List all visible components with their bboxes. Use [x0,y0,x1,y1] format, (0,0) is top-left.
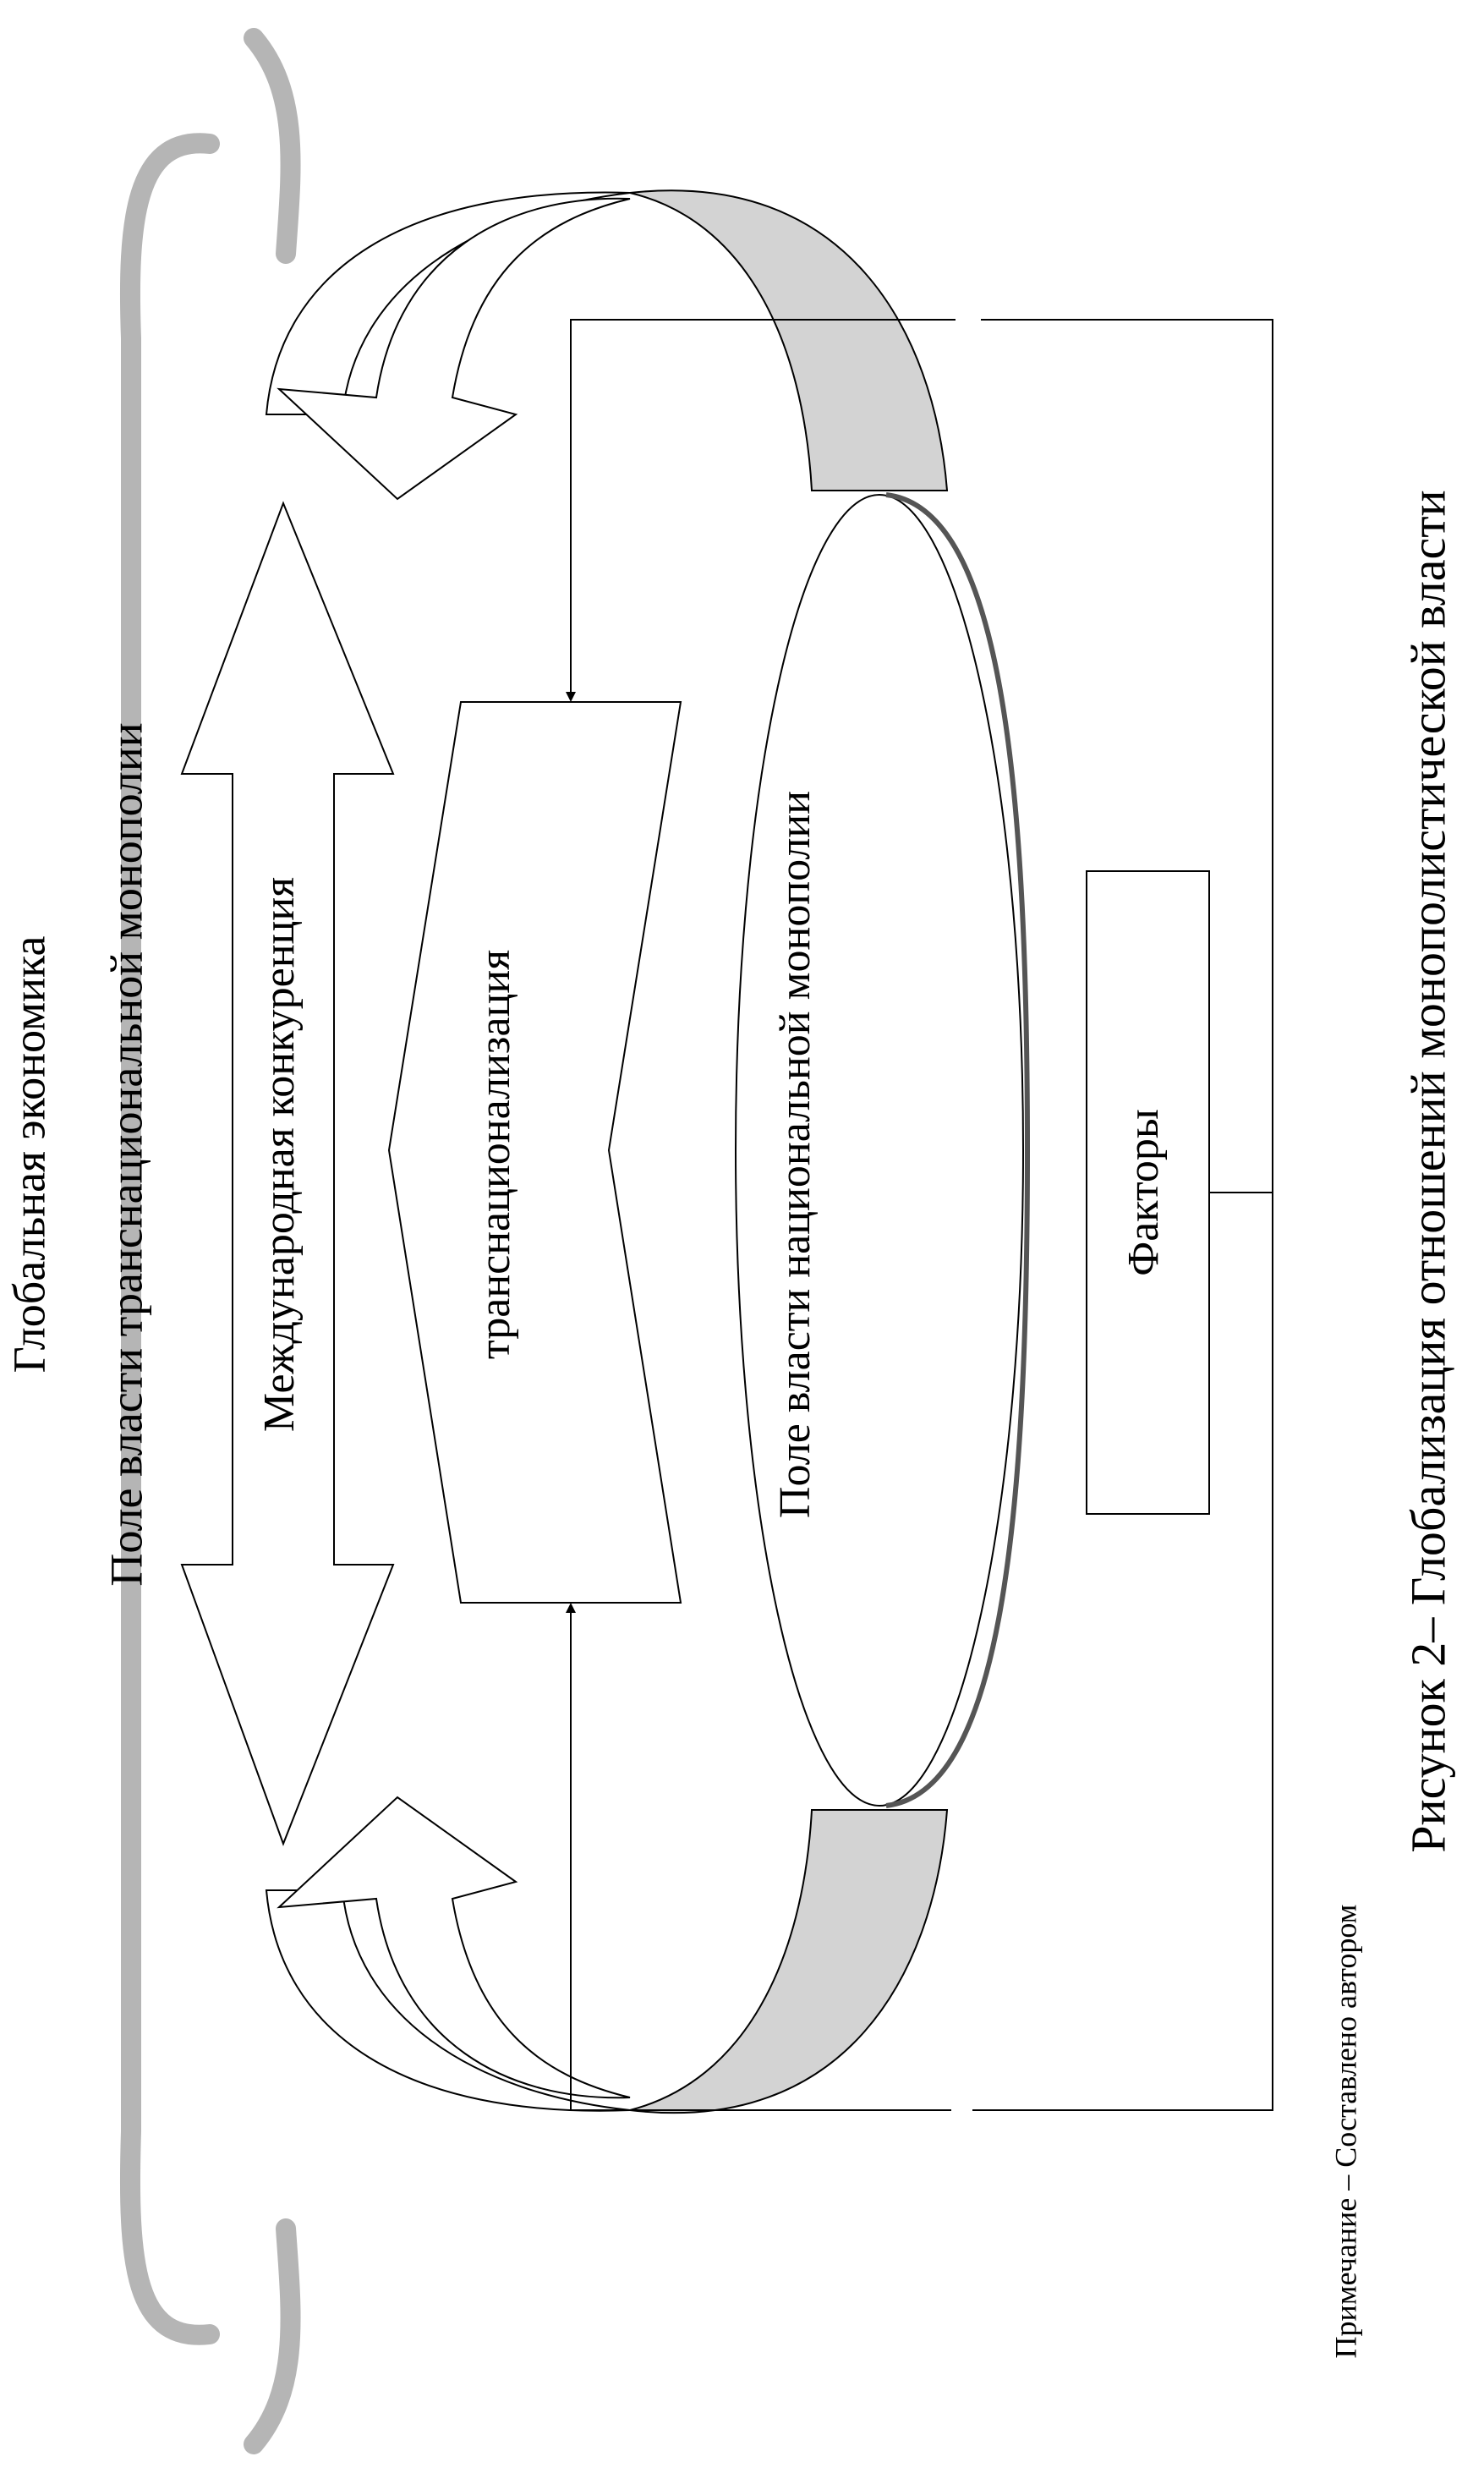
competition-double-arrow [180,501,395,1846]
transnational-field-label: Поле власти транснациональной монополии [101,722,151,1586]
international-competition-label: Международная конкуренция [255,877,304,1432]
bottom-chevron-arrow [277,1796,631,2099]
national-field-label: Поле власти национальной монополии [771,791,819,1518]
bottom-ring-band [265,1809,949,2114]
factors-label: Факторы [1120,1109,1168,1276]
top-chevron-arrow [277,197,631,501]
transnationalization-shape [387,701,682,1604]
national-field-ellipse [735,494,1024,1807]
transnationalization-label: транснационализация [471,950,519,1359]
figure-caption: Рисунок 2– Глобализация отношений монопо… [1400,490,1455,1852]
global-economy-label: Глобальная экономика [3,936,54,1374]
factors-box [1086,870,1210,1515]
global-economy-arc [119,28,301,2454]
source-note: Примечание – Составлено автором [1328,1905,1362,2359]
factors-connectors [566,319,1273,2111]
